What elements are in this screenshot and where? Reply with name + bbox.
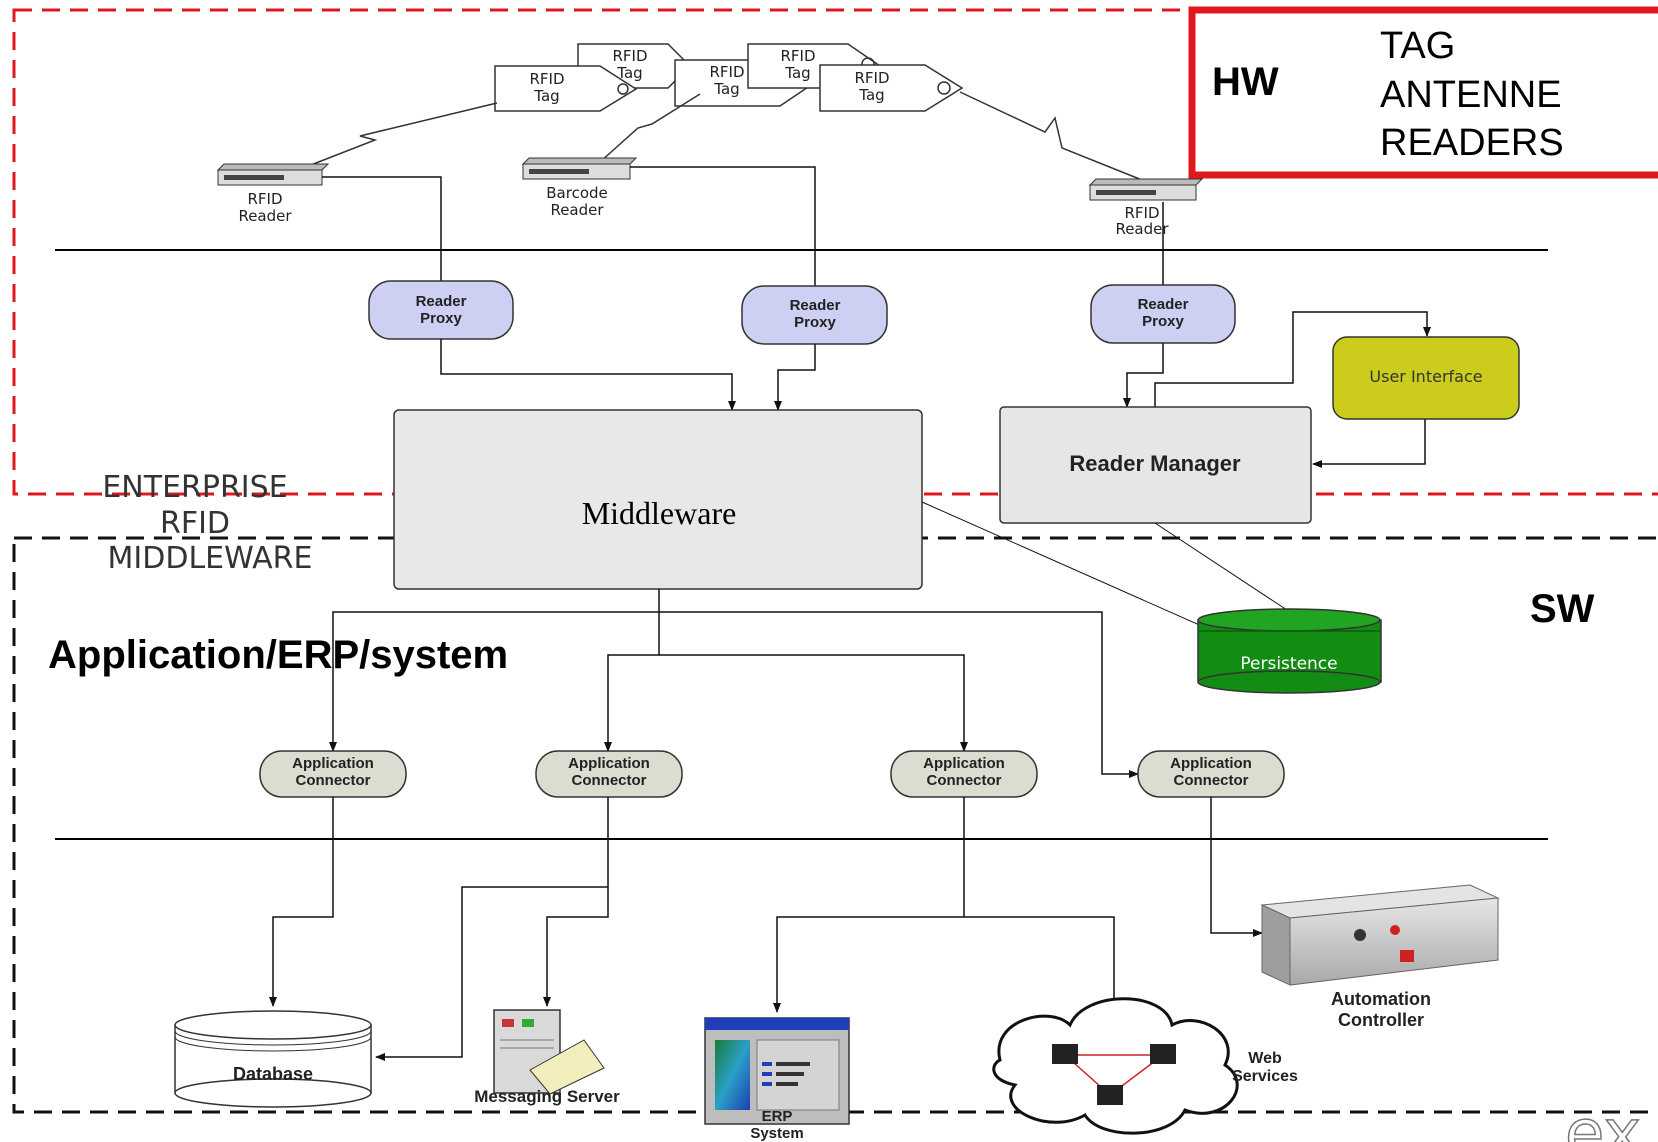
svg-text:Reader: Reader [790,297,841,314]
hw-item-readers: READERS [1380,122,1564,164]
svg-text:Controller: Controller [1338,1010,1424,1030]
svg-text:Tag: Tag [616,64,642,82]
connector-line [1154,311,1431,407]
enterprise-label: MIDDLEWARE [108,541,313,576]
svg-text:Connector: Connector [927,772,1002,789]
svg-text:RFID: RFID [1124,204,1159,222]
reader-proxy: Reader Proxy [368,280,514,340]
svg-text:Tag: Tag [713,80,739,98]
svg-text:Proxy: Proxy [420,310,462,327]
svg-text:Tag: Tag [858,86,884,104]
svg-text:Database: Database [233,1064,313,1084]
reader-proxy: Reader Proxy [741,285,888,345]
svg-text:RFID: RFID [247,190,282,208]
svg-text:Reader: Reader [550,201,604,219]
radio-signal-line [599,93,701,163]
connector-line [269,797,334,1007]
connector-line [1312,419,1426,468]
hw-label: HW [1212,60,1279,104]
svg-text:Connector: Connector [1174,772,1249,789]
connector-line [329,589,660,752]
application-connector: Application Connector [259,750,407,798]
connector-line [774,344,816,411]
svg-text:Persistence: Persistence [1240,654,1337,674]
svg-text:Tag: Tag [784,64,810,82]
svg-text:RFID: RFID [854,69,889,87]
radio-signal-line [959,91,1143,181]
enterprise-label: RFID [160,506,230,541]
svg-text:Automation: Automation [1331,989,1431,1009]
svg-text:Middleware: Middleware [582,495,737,531]
svg-text:Connector: Connector [296,772,371,789]
svg-text:Barcode: Barcode [546,184,608,202]
connector-line [440,339,736,411]
rfid-reader-icon: RFID Reader [216,163,330,225]
rfid-tag: RFID Tag [494,65,638,112]
application-label: Application/ERP/system [48,633,508,677]
svg-text:Services: Services [1232,1068,1298,1085]
connector-line [964,916,1118,1023]
connector-line [659,654,968,752]
hw-item-tag: TAG [1380,25,1455,67]
svg-text:Proxy: Proxy [1142,313,1184,330]
svg-text:Proxy: Proxy [794,314,836,331]
connector-line [1123,343,1164,408]
connector-line [322,176,442,281]
connector-line [1154,522,1291,613]
radio-signal-line [297,102,498,171]
connector-line [921,501,1241,644]
enterprise-label: ENTERPRISE [102,470,287,505]
svg-text:Reader: Reader [1115,220,1169,238]
connector-line [773,797,965,1013]
svg-text:Application: Application [1170,755,1252,772]
svg-text:RFID: RFID [612,47,647,65]
user-interface-box: User Interface [1332,336,1520,420]
svg-text:Tag: Tag [533,87,559,105]
middleware-box: Middleware [393,409,923,590]
svg-text:ERP: ERP [762,1108,793,1125]
svg-text:RFID: RFID [529,70,564,88]
svg-text:Application: Application [568,755,650,772]
web-services-cloud-icon: Web Services [992,997,1298,1135]
svg-text:Reader: Reader [416,293,467,310]
svg-text:Messaging Server: Messaging Server [474,1087,620,1106]
rfid-tag: RFID Tag [819,64,964,112]
connector-line [659,611,1139,778]
svg-text:System: System [750,1125,803,1142]
connector-line [630,166,816,286]
persistence-database-icon: Persistence [1197,608,1382,694]
svg-text:Reader Manager: Reader Manager [1069,451,1241,476]
connector-line [375,797,609,1061]
svg-text:Reader: Reader [1138,296,1189,313]
rfid-reader-icon: RFID Reader [1088,178,1204,238]
reader-manager-box: Reader Manager [999,406,1312,524]
svg-text:Reader: Reader [238,207,292,225]
connector-line [604,612,660,752]
application-connector: Application Connector [890,750,1038,798]
svg-text:Web: Web [1248,1050,1282,1067]
reader-proxy: Reader Proxy [1090,284,1236,344]
application-connector: Application Connector [1137,750,1285,798]
svg-text:Application: Application [292,755,374,772]
svg-text:RFID: RFID [709,63,744,81]
application-connector: Application Connector [535,750,683,798]
messaging-server-icon: Messaging Server [474,1009,620,1106]
connector-line [543,887,609,1007]
erp-system-icon: ERP System [704,1017,850,1142]
connector-line [1210,797,1263,937]
sw-label: SW [1530,587,1595,631]
hw-box [1188,6,1658,179]
svg-text:User Interface: User Interface [1369,367,1482,386]
svg-text:Application: Application [923,755,1005,772]
hw-region-border [12,8,1658,496]
svg-text:Connector: Connector [572,772,647,789]
barcode-reader-icon: Barcode Reader [521,157,638,219]
hw-item-antenne: ANTENNE [1380,74,1562,116]
automation-controller-icon: Automation Controller [1260,884,1500,1030]
svg-text:RFID: RFID [780,47,815,65]
corner-logo-glyph: ex [1565,1097,1641,1142]
database-icon: Database [174,1010,372,1108]
